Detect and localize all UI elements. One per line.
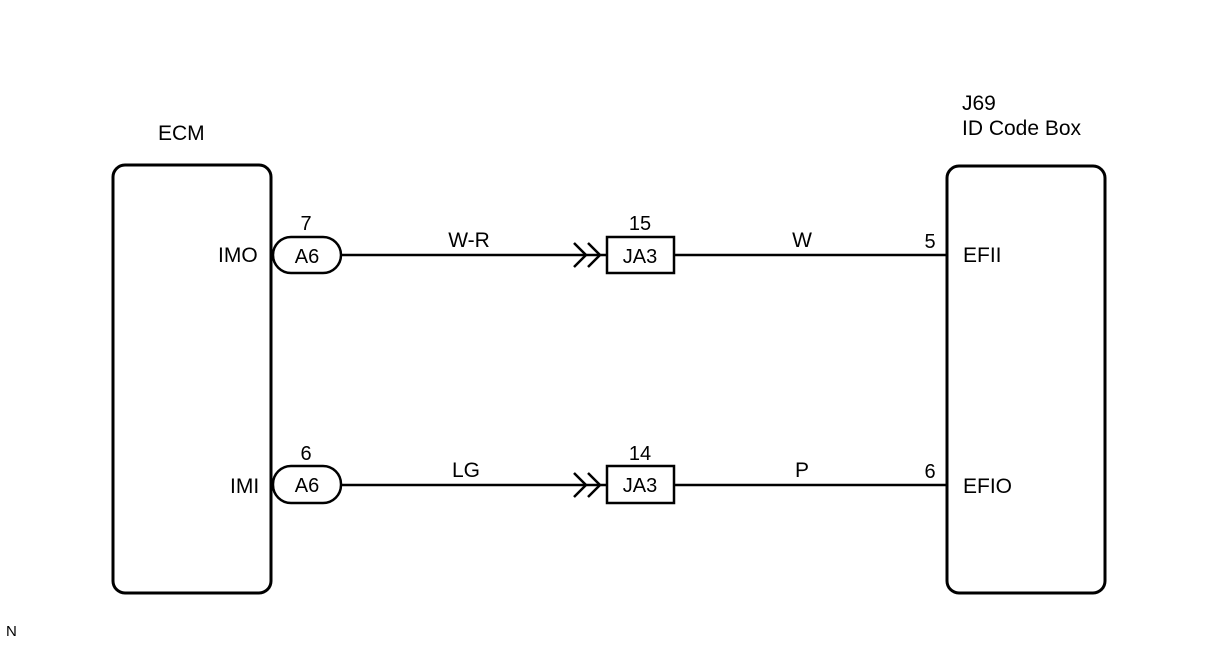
wire-color-w-r: W-R <box>448 229 490 252</box>
id-code-box-pin-name-efii: EFII <box>963 244 1002 267</box>
junction-ja3-upper <box>605 235 676 275</box>
junction-pin-number-15: 15 <box>629 213 651 235</box>
connector-a6-imi-label: A6 <box>295 475 319 497</box>
id-code-box-pin-number-5: 5 <box>924 231 935 253</box>
ecm-pin-number-7: 7 <box>300 213 311 235</box>
junction-arrow-icon-1 <box>573 242 602 268</box>
ecm-box <box>111 163 273 595</box>
connector-a6-imo-label: A6 <box>295 246 319 268</box>
ecm-pin-name-imi: IMI <box>230 475 259 498</box>
wire-color-w: W <box>792 229 812 252</box>
id-code-box-pin-name-efio: EFIO <box>963 475 1012 498</box>
ecm-title: ECM <box>158 122 205 145</box>
junction-ja3-lower-label: JA3 <box>623 475 657 497</box>
junction-ja3-upper-label: JA3 <box>623 246 657 268</box>
ecm-pin-name-imo: IMO <box>218 244 258 267</box>
ecm-pin-number-6: 6 <box>300 443 311 465</box>
id-code-box <box>945 164 1107 595</box>
junction-arrow-icon-2 <box>573 472 602 498</box>
id-code-box-title: ID Code Box <box>962 117 1082 140</box>
id-code-box-code: J69 <box>962 92 996 115</box>
junction-ja3-lower <box>605 464 676 505</box>
wire-color-p: P <box>795 459 809 482</box>
junction-pin-number-14: 14 <box>629 443 651 465</box>
footer-mark: N <box>6 623 17 640</box>
wire-color-lg: LG <box>452 459 480 482</box>
id-code-box-pin-number-6: 6 <box>924 461 935 483</box>
